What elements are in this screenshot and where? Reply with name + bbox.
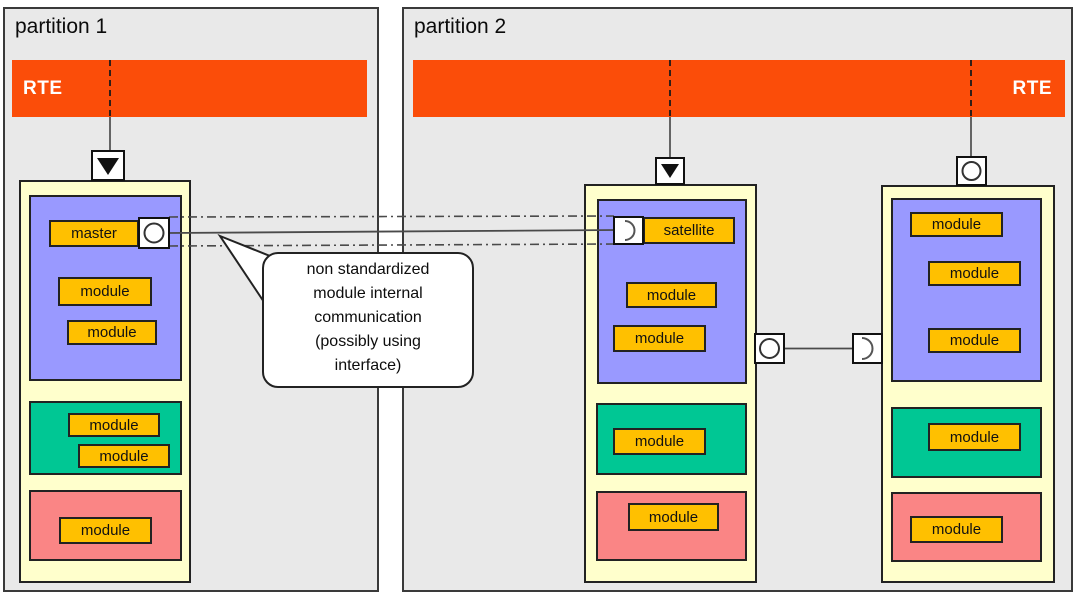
callout-line: module internal: [313, 285, 423, 302]
rte-bar-partition-2: RTE: [413, 60, 1065, 117]
callout-text: non standardized module internal communi…: [263, 258, 473, 378]
module-box: module: [626, 282, 717, 308]
master-box: master: [49, 220, 139, 247]
rte-bar-partition-1: RTE: [12, 60, 367, 117]
callout-line: non standardized: [306, 261, 430, 278]
module-box: module: [628, 503, 719, 531]
module-box: module: [613, 428, 706, 455]
rte-label: RTE: [1012, 77, 1052, 99]
module-box: module: [613, 325, 706, 352]
rte-label: RTE: [23, 77, 63, 99]
callout-line: communication: [314, 309, 422, 326]
module-box: module: [910, 212, 1003, 237]
callout-line: (possibly using: [315, 333, 421, 350]
partition-1-title: partition 1: [15, 15, 108, 38]
satellite-box: satellite: [643, 217, 735, 244]
module-box: module: [58, 277, 152, 306]
module-box: module: [59, 517, 152, 544]
callout-line: interface): [334, 357, 402, 374]
partition-2-title: partition 2: [414, 15, 507, 38]
module-box: module: [928, 328, 1021, 353]
module-box: module: [928, 423, 1021, 451]
module-box: module: [68, 413, 160, 437]
module-box: module: [78, 444, 170, 468]
module-box: module: [910, 516, 1003, 543]
module-box: module: [928, 261, 1021, 286]
module-box: module: [67, 320, 157, 345]
